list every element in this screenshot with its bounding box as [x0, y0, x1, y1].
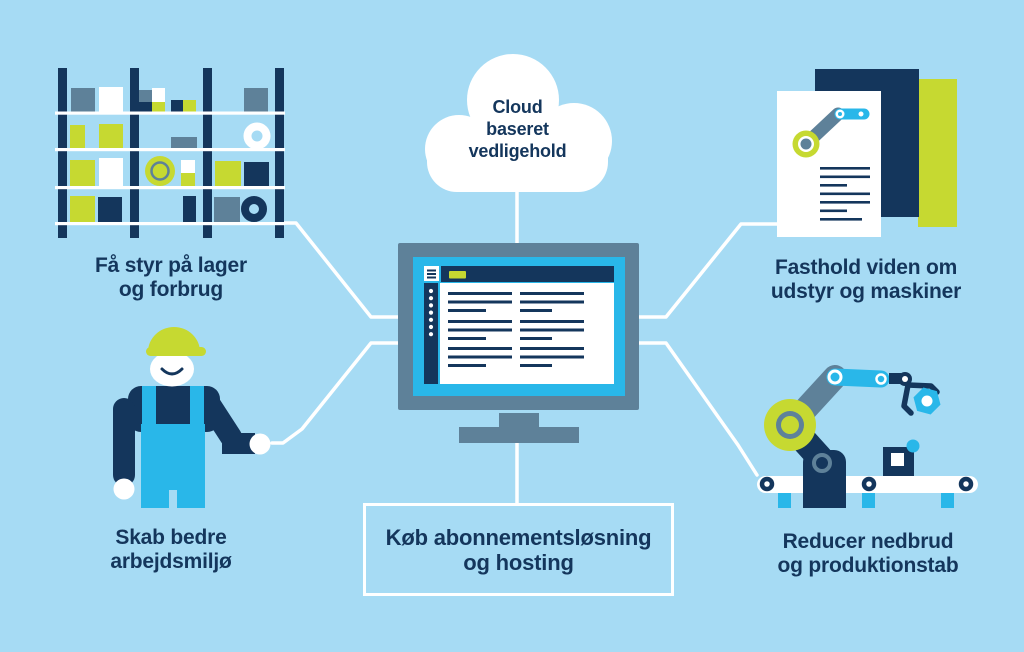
connector-worker-monitor: [270, 341, 401, 445]
app-topbar-button: [449, 271, 466, 279]
connector-monitor-robot: [636, 341, 759, 477]
production-label: Reducer nedbrud og produktionstab: [777, 530, 959, 577]
app-content-area: [440, 283, 614, 384]
app-sidebar-dots: [428, 288, 434, 337]
connector-inventory-monitor: [282, 221, 401, 319]
app-text-lines: [448, 292, 584, 367]
subscription-label: Køb abonnementsløsning og hosting: [385, 524, 652, 575]
connector-monitor-documents: [636, 222, 780, 319]
inventory-label: Få styr på lager og forbrug: [94, 254, 248, 301]
subscription-box: Køb abonnementsløsning og hosting: [363, 503, 674, 596]
app-topbar: [441, 266, 614, 282]
knowledge-label: Fasthold viden om udstyr og maskiner: [770, 256, 962, 303]
cloud-label: Cloud baseret vedligehold: [468, 97, 567, 161]
environment-label: Skab bedre arbejdsmiljø: [110, 526, 232, 573]
